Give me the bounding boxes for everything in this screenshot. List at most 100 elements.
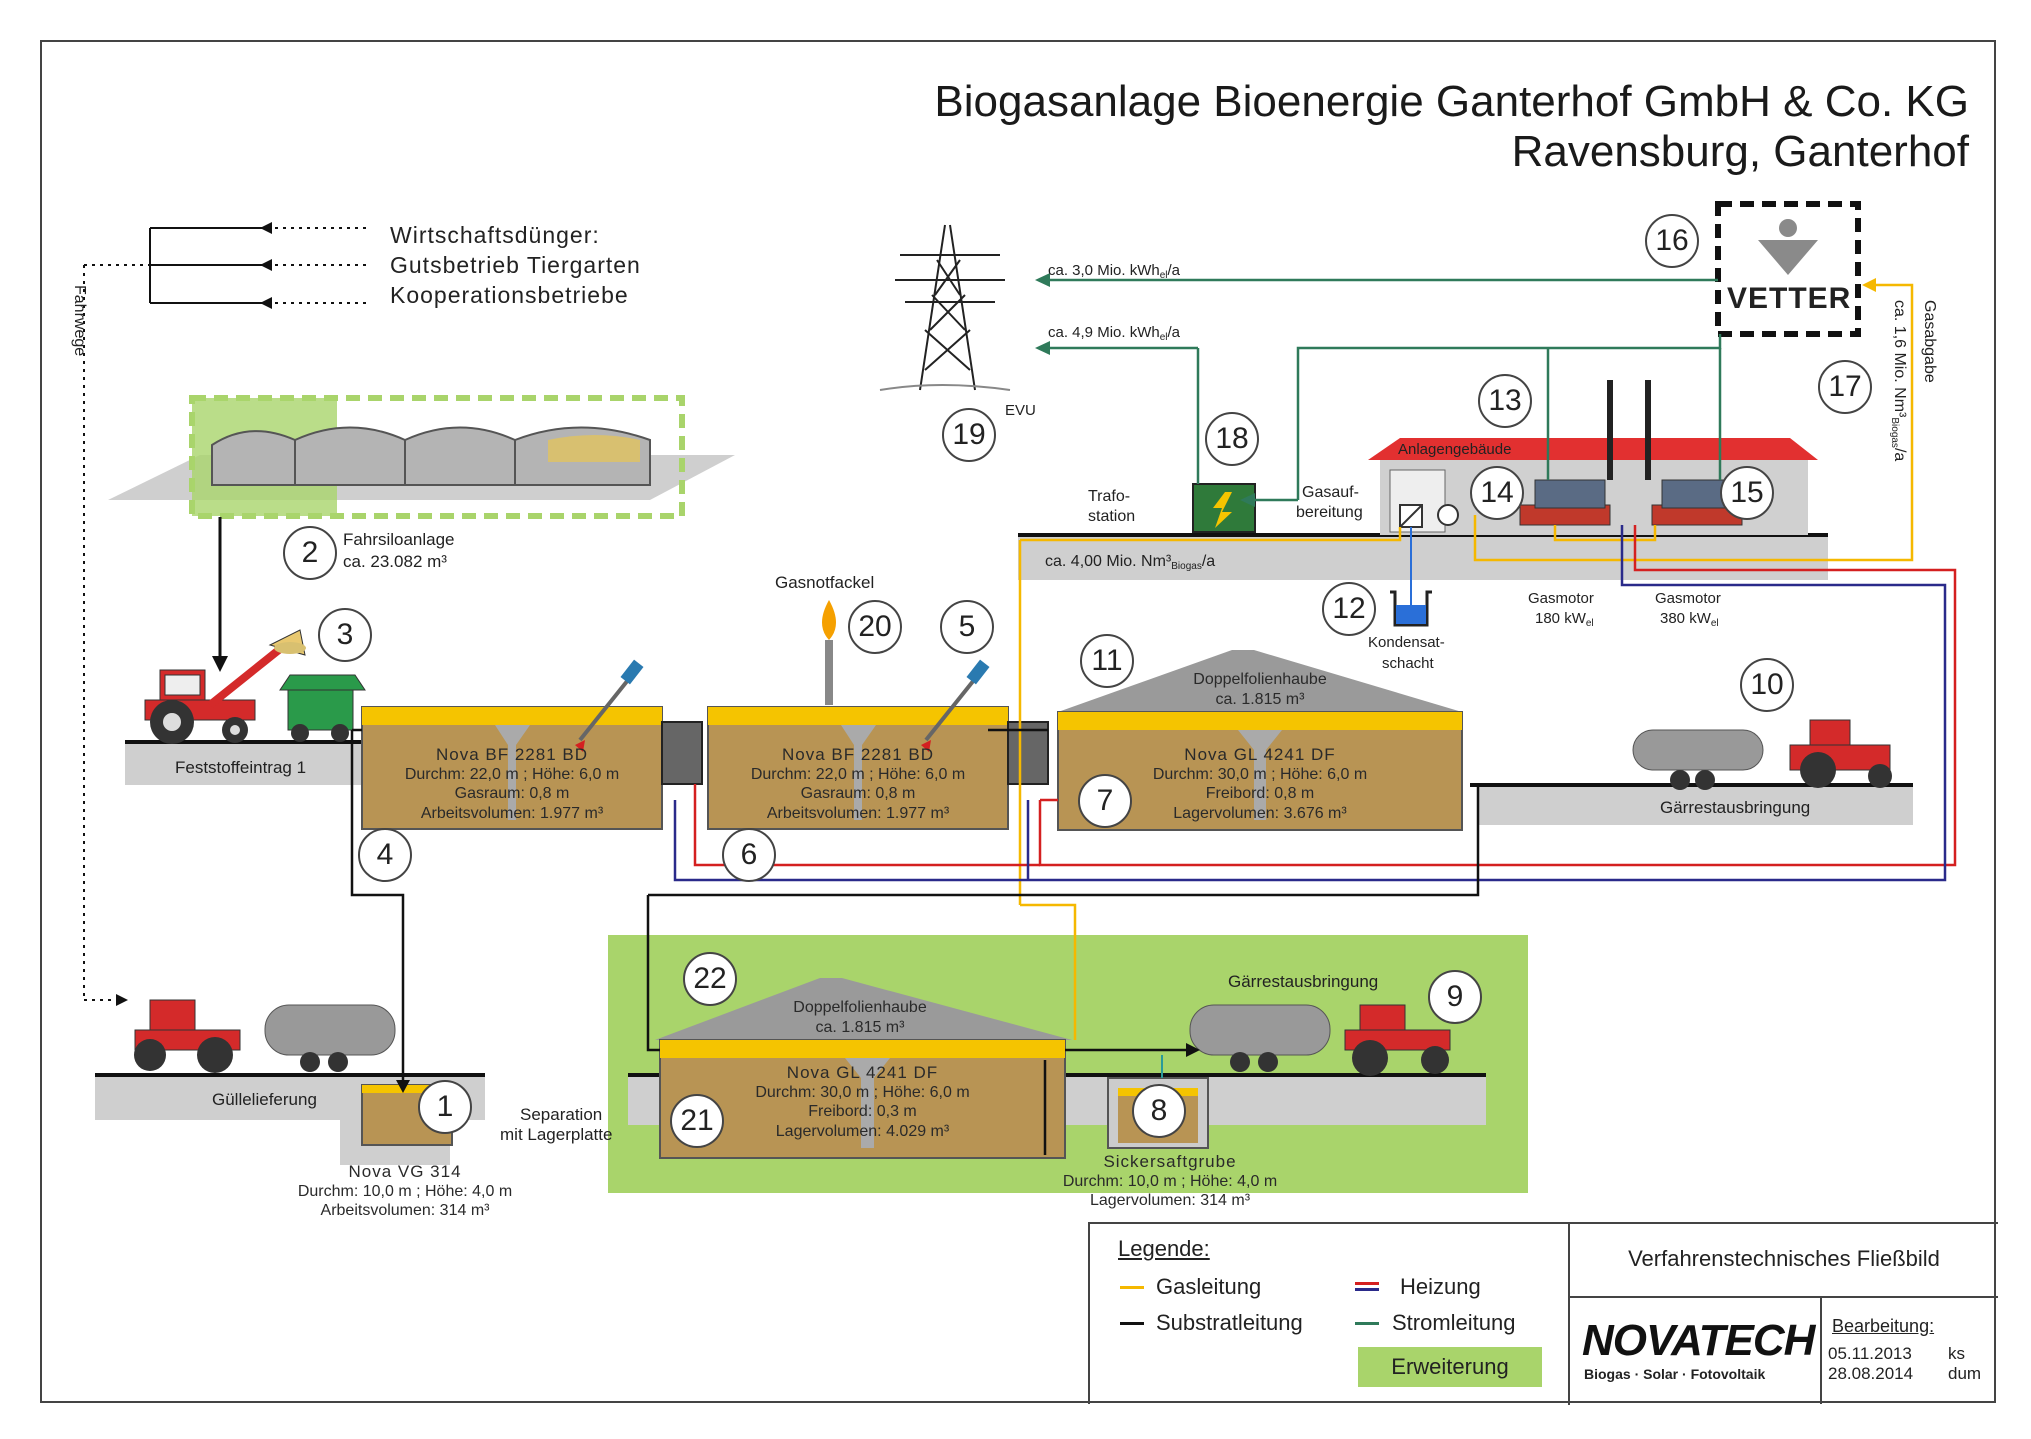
gasmotor-a-power: 180 kWel [1535,610,1594,629]
fahrsilo-label: Fahrsiloanlage [343,530,455,549]
bf1-text: Nova BF 2281 BD Durchm: 22,0 m ; Höhe: 6… [404,745,620,822]
gl1-text: Nova GL 4241 DF Durchm: 30,0 m ; Höhe: 6… [1152,745,1368,822]
novatech-tagline: Biogas · Solar · Fotovoltaik [1584,1366,1766,1382]
marker-12: 12 [1322,582,1376,636]
gas-export-arrow [1862,278,1876,292]
hazard-icon [1213,492,1232,528]
legend: Legende: Gasleitung Substratleitung Heiz… [1088,1222,1570,1404]
marker-2: 2 [283,526,337,580]
fahrwege-label: Fahrwege [71,285,88,357]
kondensat-label-2: schacht [1382,655,1434,672]
flare-label: Gasnotfackel [775,573,875,592]
gl2-text: Nova GL 4241 DF Durchm: 30,0 m ; Höhe: 6… [755,1063,970,1140]
marker-7: 7 [1078,774,1132,828]
marker-13: 13 [1478,374,1532,428]
digester-bf2 [707,659,1009,830]
fahrsilo-volume: ca. 23.082 m³ [343,552,447,571]
gasauf-label-2: bereitung [1296,504,1363,521]
drawing-frame [40,40,1996,1403]
vg-text: Nova VG 314 Durchm: 10,0 m ; Höhe: 4,0 m… [297,1162,513,1219]
marker-15: 15 [1720,466,1774,520]
edit-initials-1: ks [1948,1344,1965,1363]
power-arrows [1035,273,1255,507]
legend-gas-swatch [1120,1286,1144,1289]
marker-20: 20 [848,600,902,654]
input-item-3: Kooperationsbetriebe [390,282,629,308]
tanker-tractor-10 [1632,719,1892,790]
pump-room-1 [661,721,703,785]
marker-10: 10 [1740,658,1794,712]
plant-title: Biogasanlage Bioenergie Ganterhof GmbH &… [934,77,1969,126]
strom-output-1: ca. 3,0 Mio. kWhel/a [1048,262,1181,281]
heating-supply-lines [693,525,1957,867]
gas-engine-14 [1519,479,1611,526]
trafo-label-2: station [1088,508,1136,525]
marker-9: 9 [1428,970,1482,1024]
input-item-2: Gutsbetrieb Tiergarten [390,252,641,278]
gaerrest-right-label: Gärrestausbringung [1660,798,1811,817]
gas-lines [1018,283,1914,1040]
condensate-water [1396,605,1426,624]
strom-output-2: ca. 4,9 Mio. kWhel/a [1048,324,1181,343]
legend-substrat: Substratleitung [1156,1310,1303,1335]
marker-19: 19 [942,408,996,462]
power-pylon [879,224,1011,391]
heating-return-lines [673,525,1947,882]
vetter-label: VETTER [1727,282,1852,315]
edit-initials-2: dum [1948,1364,1982,1383]
gasmotor-b-label: Gasmotor [1655,590,1721,607]
marker-8: 8 [1132,1084,1186,1138]
input-arrows [116,222,272,1006]
silo-bunkers [211,426,651,486]
gasmotor-b-power: 380 kWel [1660,610,1719,629]
guelle-tractor [134,999,396,1073]
blower-icon [1437,504,1459,526]
pump-room-2 [1007,721,1049,785]
biogas-production: ca. 4,00 Mio. Nm³Biogas/a [1045,553,1216,572]
legend-gas: Gasleitung [1156,1274,1262,1299]
pump-arrow [396,1080,410,1093]
silo-feed-arrow [212,656,228,672]
titleblock-heading: Verfahrenstechnisches Fließbild [1628,1246,1940,1271]
tanker-tractor-9 [1189,1004,1451,1076]
legend-strom-swatch [1355,1322,1379,1325]
gasabgabe-value: ca. 1,6 Mio. Nm³Biogas/a [1889,300,1908,462]
marker-22: 22 [683,952,737,1006]
input-bracket [149,227,270,304]
marker-6: 6 [722,828,776,882]
legend-erweiterung: Erweiterung [1358,1347,1542,1387]
guelle-label: Güllelieferung [212,1090,317,1109]
gasmotor-a-label: Gasmotor [1528,590,1594,607]
loader-tractor [144,629,366,744]
vetter-logo-mark [1758,219,1818,275]
legend-heizung-swatch-blue [1355,1288,1379,1291]
substrate-lines [350,728,1480,1155]
sicker-text: Sickersaftgrube Durchm: 10,0 m ; Höhe: 4… [1062,1152,1278,1209]
marker-11: 11 [1080,634,1134,688]
trafo-label-1: Trafo- [1088,488,1131,505]
building-label: Anlagengebäude [1398,441,1512,458]
marker-17: 17 [1818,360,1872,414]
gasabgabe-label: Gasabgabe [1921,300,1938,383]
storage-gl1 [1057,650,1463,831]
flare-flame-icon [822,600,836,640]
storage-gl2 [655,978,1072,1159]
marker-14: 14 [1470,466,1524,520]
marker-4: 4 [358,828,412,882]
digester-bf1 [361,659,663,830]
edit-date-2: 28.08.2014 [1828,1364,1914,1383]
substrate-arrow [1186,1043,1200,1057]
legend-strom: Stromleitung [1392,1310,1516,1335]
legend-title: Legende: [1118,1236,1210,1261]
marker-18: 18 [1205,412,1259,466]
kondensat-label-1: Kondensat- [1368,634,1445,651]
novatech-logo: NOVATECH [1582,1316,1815,1365]
evu-label: EVU [1005,402,1036,419]
gaerrest-lower-label: Gärrestausbringung [1228,972,1379,991]
edit-date-1: 05.11.2013 [1828,1344,1912,1363]
separation-label-2: mit Lagerplatte [500,1125,613,1144]
bf2-text: Nova BF 2281 BD Durchm: 22,0 m ; Höhe: 6… [750,745,966,822]
